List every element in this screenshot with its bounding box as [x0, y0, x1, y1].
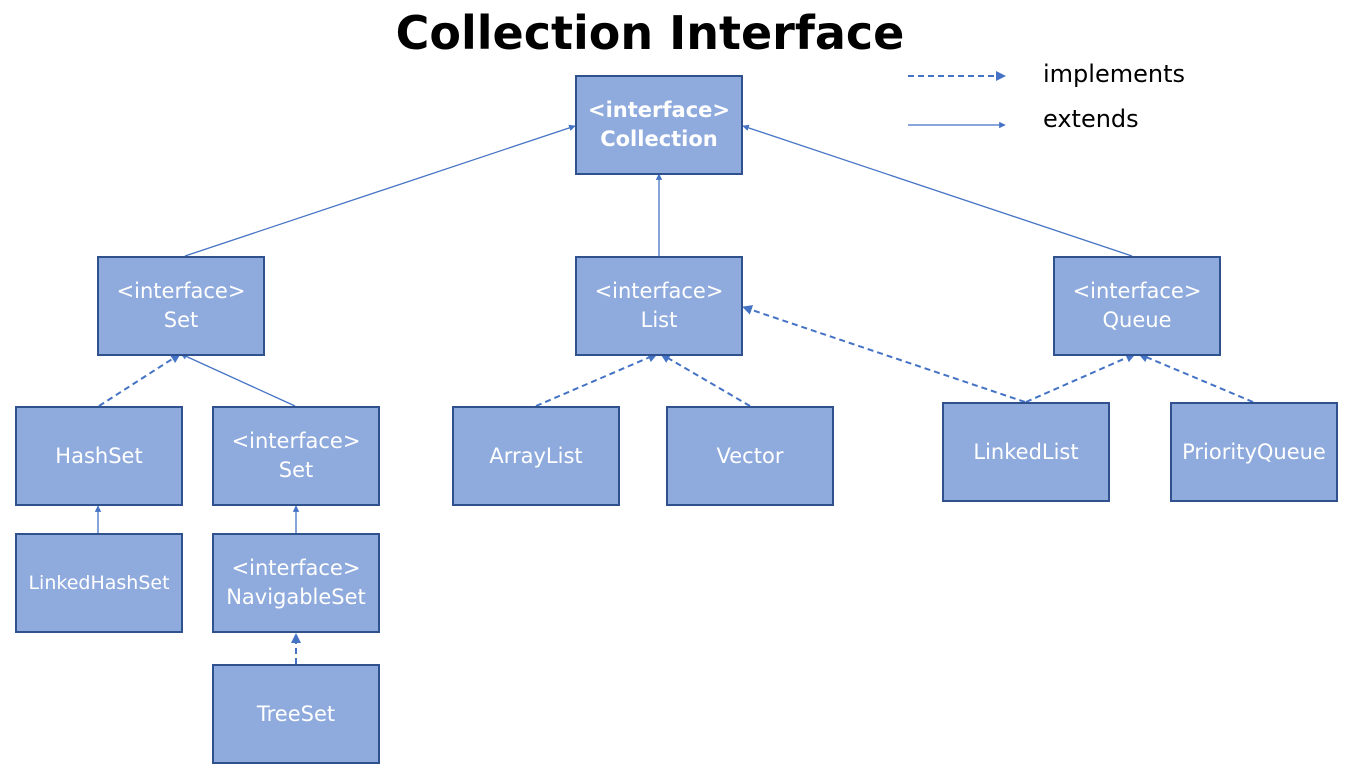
node-vector: Vector: [666, 406, 834, 506]
edge-priorityqueue-implements-queue: [1138, 352, 1254, 403]
edge-vector-implements-list: [660, 353, 751, 407]
node-priorityqueue-name: PriorityQueue: [1182, 439, 1326, 464]
node-linkedhashset-name: LinkedHashSet: [28, 571, 170, 594]
legend-implements-label: implements: [1043, 60, 1185, 88]
edge-arraylist-implements-list: [535, 352, 658, 407]
node-sortedset-stereotype: <interface>: [231, 429, 361, 453]
node-list-name: List: [640, 308, 678, 332]
node-sortedset-name: Set: [278, 458, 314, 482]
node-navigableset-stereotype: <interface>: [231, 556, 361, 580]
edge-sortedset-extends-set: [180, 353, 296, 407]
node-sortedset: <interface> Set: [212, 406, 380, 506]
node-linkedlist: LinkedList: [942, 402, 1110, 502]
node-collection: <interface> Collection: [575, 75, 743, 175]
node-linkedlist-name: LinkedList: [973, 439, 1079, 464]
node-set-name: Set: [163, 308, 199, 332]
edge-linkedlist-implements-queue: [1025, 353, 1136, 403]
node-queue-stereotype: <interface>: [1072, 279, 1202, 303]
node-set-stereotype: <interface>: [116, 279, 246, 303]
node-list: <interface> List: [575, 256, 743, 356]
edge-linkedlist-implements-list: [742, 305, 1026, 403]
node-navigableset: <interface> NavigableSet: [212, 533, 380, 633]
node-arraylist: ArrayList: [452, 406, 620, 506]
node-queue: <interface> Queue: [1053, 256, 1221, 356]
node-queue-name: Queue: [1102, 308, 1172, 332]
node-linkedhashset: LinkedHashSet: [15, 533, 183, 633]
node-hashset: HashSet: [15, 406, 183, 506]
node-list-stereotype: <interface>: [594, 279, 724, 303]
edge-hashset-implements-set: [98, 353, 181, 407]
node-treeset-name: TreeSet: [256, 701, 336, 726]
node-set: <interface> Set: [97, 256, 265, 356]
node-priorityqueue: PriorityQueue: [1170, 402, 1338, 502]
node-arraylist-name: ArrayList: [489, 443, 583, 468]
node-collection-name: Collection: [600, 127, 718, 151]
node-vector-name: Vector: [716, 443, 784, 468]
node-collection-stereotype: <interface>: [588, 98, 730, 122]
edge-queue-extends-collection: [742, 124, 1133, 257]
diagram-title: Collection Interface: [395, 6, 905, 60]
node-navigableset-name: NavigableSet: [226, 585, 366, 609]
edge-set-extends-collection: [184, 124, 576, 257]
legend-extends-label: extends: [1043, 105, 1139, 133]
node-hashset-name: HashSet: [55, 443, 143, 468]
node-treeset: TreeSet: [212, 664, 380, 764]
